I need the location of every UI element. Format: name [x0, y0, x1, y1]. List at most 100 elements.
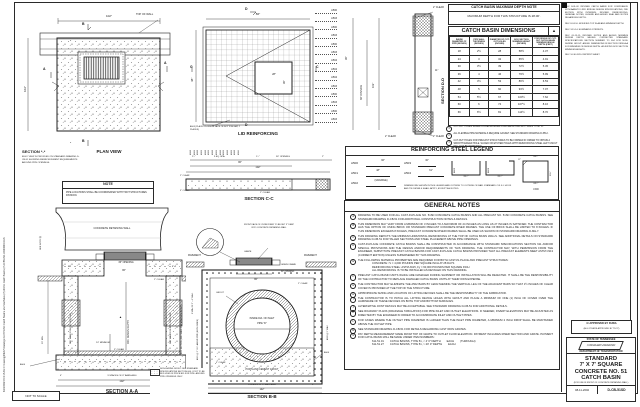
reinforcing-steel-legend: REINFORCING STEEL LEGEND A500 96" A501 4… — [345, 146, 559, 200]
cutout-label: SEE TABLE FOR CUT-OUT HOLE — [170, 313, 172, 344]
cut-mark-c: C — [316, 65, 319, 69]
section-bb-view: FRONT FACE OF CURB RISER TO BE SET 3" DE… — [186, 222, 338, 400]
footnote-text: CUT-OUT HOLES BASED ON REINFORCED CONCRE… — [453, 126, 545, 128]
bar-mark: A503 — [315, 85, 337, 90]
note-text: SEE ROADWAY PLANS (DRAINAGE TABULATION) … — [358, 310, 553, 317]
bar-mark: A500 — [324, 352, 330, 354]
note-text: THE CONTRACTOR MAY ELIMINATE THE A502 BA… — [358, 283, 553, 290]
table-cell: 4.37 — [531, 47, 560, 56]
dim-label: 8" — [312, 384, 314, 386]
bar-mark: A500 — [212, 150, 215, 155]
table-cell: 24 — [449, 54, 470, 64]
max-depth-note: CATCH BASIN MAXIMUM DEPTH NOTE MAXIMUM D… — [448, 4, 560, 25]
bar-dim: 61" — [429, 169, 433, 172]
note-title: NOTE — [63, 182, 153, 189]
grout-label: GROUT — [216, 292, 224, 294]
table-cell: 39 — [488, 62, 512, 71]
drawing-date: 08-11-2002 — [567, 386, 599, 395]
pavement-label: PAVEMENT — [304, 254, 317, 257]
dim-label: 2" CLEAR — [433, 6, 444, 9]
not-to-scale-stamp: NOT T0 SCALE — [12, 391, 60, 401]
pay-item-desc: CATCH BASINS, TYPE 51, > 20' 0" DEPTH — [389, 343, 443, 347]
dim-label: 2" CLEAR — [433, 135, 444, 138]
note-body: MAXIMUM DEPTH FOR THIS STRUCTURE IS 28.0… — [467, 14, 541, 18]
section-note-text: ELEV. VIEW IS PROVIDED ON STANDARD DRAWI… — [22, 156, 80, 164]
table-cell: 5½ — [468, 92, 490, 102]
dim-label: 102" — [372, 82, 375, 88]
approval-text: APPROVED BY FHWA — [589, 321, 617, 325]
note-letter: N — [350, 332, 357, 340]
bar-mark: A503 — [315, 18, 337, 22]
drawing-title-line: 7' X 7' SQUARE — [579, 362, 623, 369]
cut-mark-b: B — [82, 22, 85, 26]
pay-item-extra: (THROUGH) — [460, 339, 476, 343]
bar-note-label: A502 @ 5" MAX. — [327, 324, 329, 340]
note-text: PAY DEPTH MEASUREMENT MADE FROM TOP OF G… — [358, 332, 553, 340]
dim-label: 3" CLEAR — [180, 190, 190, 192]
dim-label: 36" OPENING — [281, 271, 295, 273]
revision-history: REV. 8-01-02: REVISED CATCH BASIN FOR CO… — [565, 6, 628, 60]
grate-label: GRATE — [244, 251, 252, 253]
drawing-title-line: CATCH BASIN — [581, 375, 621, 382]
pay-item-row: 611-51.01 CATCH BASINS, TYPE 51, < 4' 0"… — [372, 340, 553, 344]
dimensions-table: INSIDE DIAMETER OF PIPE (INCHES) PIPE WA… — [449, 35, 560, 117]
section-bb-drawing — [186, 228, 337, 394]
column-header: FOR DESIGN OF CUT-OUT CATCH BASIN MINIMU… — [531, 35, 560, 49]
note-letter: G — [350, 283, 357, 290]
view-title: SECTION C-C — [244, 196, 274, 201]
dim-label: 102" — [23, 85, 27, 92]
note-text: CAST-IN-PLACE CONCRETE CATCH BASINS SHAL… — [358, 243, 553, 257]
table-cell: 6.53 — [531, 77, 560, 87]
bar-mark: A500 — [197, 150, 200, 155]
dim-label: 2 SPA. OF 3" = 6" MAX. — [192, 292, 194, 314]
table-cell: 72½ — [510, 62, 533, 71]
table-cell: 30 — [449, 62, 470, 71]
dim-label: 2" CLEAR — [298, 283, 308, 285]
dim-label: 36" OPENING — [118, 261, 134, 264]
dim-label: 20" MIN. — [42, 335, 44, 344]
table-header: INSIDE DIAMETER OF PIPE (INCHES) PIPE WA… — [449, 35, 560, 49]
note-text: THIS DIMENSION MAY VARY FROM A MINIMUM O… — [358, 222, 553, 233]
bar-dim: 66½" — [533, 183, 539, 185]
grout-legend: NON-SHRINK GROUT: SEE STANDARD SPECIFICA… — [150, 368, 208, 394]
bar-mark: A503 — [193, 150, 196, 155]
revision-entry: REV. 10-30-2020: REPRINT SHEET. — [565, 54, 600, 57]
dim-label: 86" — [122, 269, 126, 272]
dim-label: MIN. DESIGN DEPTH — [127, 320, 130, 344]
drawing-title-line: CONCRETE NO. 51 — [574, 368, 628, 375]
bar-symbol — [366, 166, 400, 167]
note-subline: ALL REINFORCING IS TO BE INSTALLED AS DE… — [372, 269, 468, 273]
table-cell: 2½ — [468, 47, 490, 56]
bar-mark: A503 — [215, 150, 218, 155]
bar-mark: A502 — [351, 181, 359, 185]
bar-mark: A503 — [230, 150, 233, 155]
revision-entry: REV. 8-24-10: MODIFIED TOP SLAB AND MINI… — [565, 22, 625, 25]
revision-entry: REV. 3-11-14: ELIMINATED STIRRUPS. — [565, 28, 604, 31]
view-title: LID REINFORCING — [238, 131, 278, 136]
top-of-wall-label: TOP OF WALL — [136, 13, 154, 16]
column-header: DIAMETER OF CUT-OUT HOLES (INCHES) — [488, 35, 512, 49]
cut-mark-d: D — [245, 123, 248, 127]
footnote-text: ALL FLEXIBLE PIPE MATERIALS REQUIRE GASK… — [453, 133, 549, 136]
pipe-dia-label: INSIDE DIA. OF INLET — [249, 317, 275, 320]
note-subline: CONCRETE: f'c = 4,000 POUNDS PER SQUARE … — [372, 262, 455, 266]
bar-mark: A500 — [315, 9, 337, 14]
table-cell: 93½ — [510, 85, 533, 94]
bar-symbol — [366, 186, 396, 187]
dim-label: 36" OPENING — [276, 156, 290, 158]
table-cell: 81 — [488, 107, 512, 117]
table-cell: 60 — [449, 100, 470, 109]
dim-label: 36" — [345, 56, 348, 60]
table-cell: 5.45 — [531, 62, 560, 71]
bar-note-label: A501 @ 3" O.C. ABOVE PIPE (BOTH SIDES) — [197, 319, 199, 360]
pay-item-unit: EACH — [446, 339, 455, 343]
